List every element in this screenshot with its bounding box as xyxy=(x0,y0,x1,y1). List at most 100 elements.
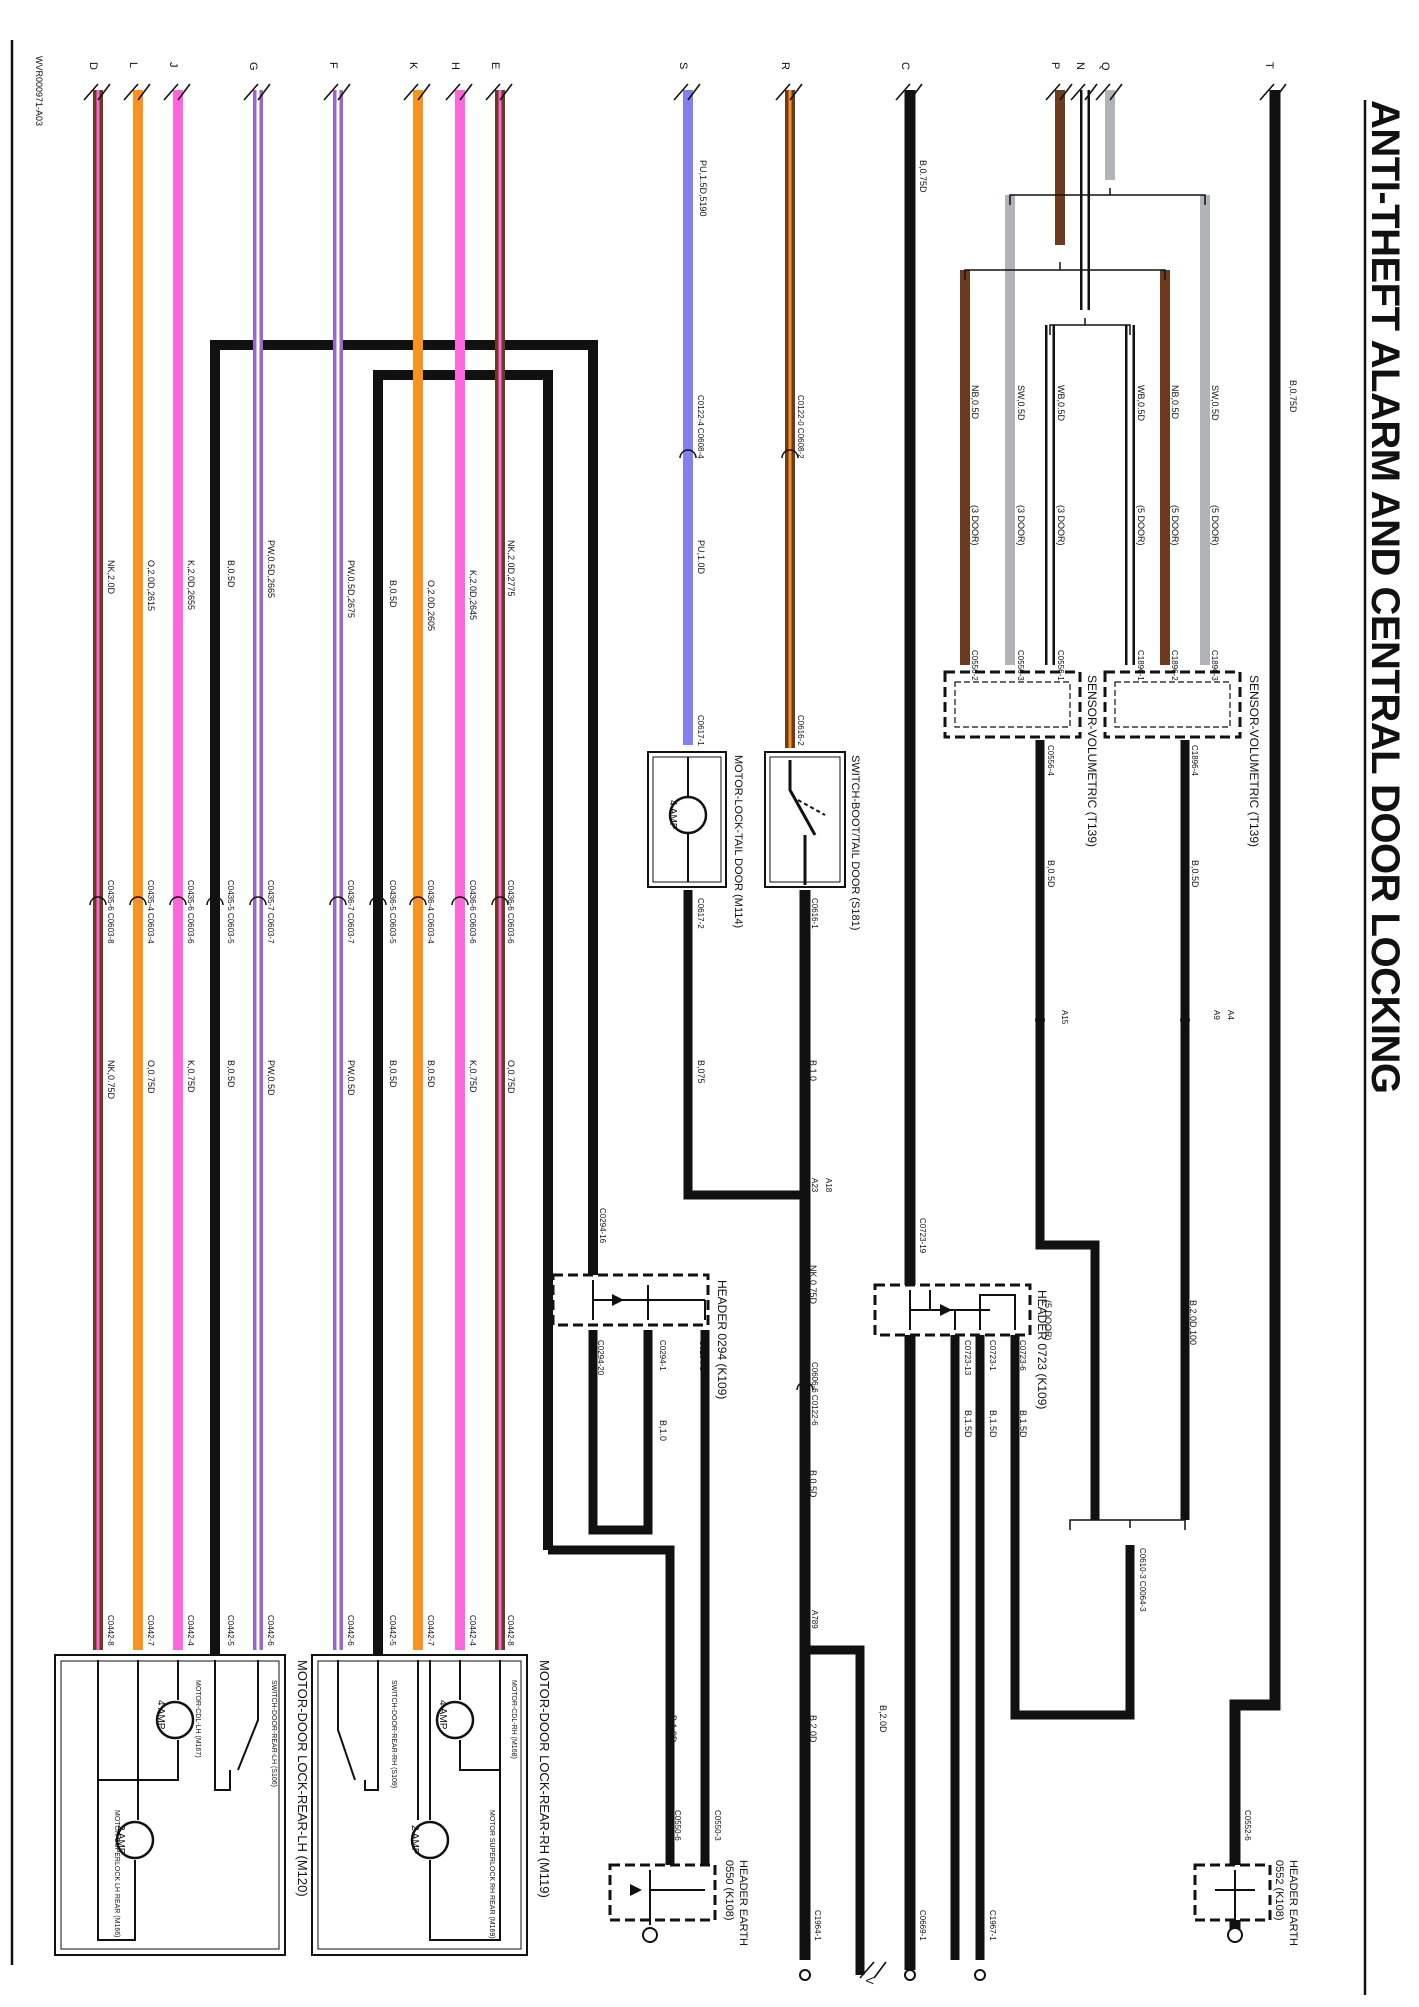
connector-label-f: F xyxy=(327,62,339,69)
connector-tick-e xyxy=(485,83,513,101)
wire-label: O,0.75D xyxy=(146,1060,156,1094)
sensor-5door-label: SENSOR-VOLUMETRIC (T139) xyxy=(1247,675,1261,847)
brace-q xyxy=(1009,188,1206,205)
connector-label-j: J xyxy=(167,62,179,68)
sensor-3door-inner xyxy=(954,681,1071,728)
wire-label: B,0.5D xyxy=(226,1060,236,1088)
wire-label: B,0.5D xyxy=(808,1470,818,1498)
header-earth-0550-bus xyxy=(649,1870,705,1925)
pin-label: C0436-4 C0603-4 xyxy=(426,880,435,944)
pin-arc xyxy=(129,896,147,906)
pin-label: C0669-1 xyxy=(918,1910,927,1941)
wire-label: B,0.5D xyxy=(1036,840,1046,868)
connector-label-v: V xyxy=(863,1977,875,1985)
wire-label: K,2.0D,2645 xyxy=(468,570,478,620)
wire-label: (5 DOOR) xyxy=(1043,1300,1053,1341)
pin-arcs xyxy=(89,449,814,1391)
wire-label: B,0.5D xyxy=(388,1060,398,1088)
connector-label-k: K xyxy=(407,62,419,70)
wire-label: K,0.75D xyxy=(468,1060,478,1093)
switch-actuator-icon xyxy=(797,799,826,816)
connector-tick-f xyxy=(323,83,351,101)
brace-p xyxy=(964,262,1166,280)
wire-label: (3 DOOR) xyxy=(1016,505,1026,546)
wires xyxy=(93,90,1281,1975)
connector-tick-l xyxy=(123,83,151,101)
pin-label: C0617-2 xyxy=(696,898,705,929)
pin-label: C1896-3 xyxy=(1210,650,1219,681)
header-earth-0552-id: 0552 (K108) xyxy=(1273,1860,1285,1921)
wire-sensor3-out xyxy=(1035,740,1100,1520)
pin-label: C1964-1 xyxy=(813,1910,822,1941)
brace-n xyxy=(1049,318,1131,335)
header-0723-label: HEADER 0723 (K109) xyxy=(1035,1290,1049,1409)
sensor-volumetric-5door xyxy=(1103,670,1242,739)
wire-label: B,0.5D xyxy=(426,1060,436,1088)
pin-label: C0294-16 xyxy=(598,1208,607,1244)
door-lh-inner xyxy=(60,1660,280,1950)
pin-label: C0552-6 xyxy=(1243,1810,1252,1841)
door-lh-rating: 4 AMP xyxy=(155,1700,166,1730)
pin-label: A23 xyxy=(810,1178,819,1193)
connector-label-r: R xyxy=(779,62,791,70)
pin-label: C0556-2 xyxy=(970,650,979,681)
connector-label-l: L xyxy=(127,62,139,68)
pin-label: C0550-6 xyxy=(673,1810,682,1841)
wire-label: K,0.75D xyxy=(186,1060,196,1093)
door-lh-label: MOTOR-DOOR LOCK-REAR-LH (M120) xyxy=(295,1660,310,1897)
switch-boot-label: SWITCH-BOOT/TAIL DOOR (S181) xyxy=(849,755,861,930)
pin-label: A9 xyxy=(1212,1010,1221,1020)
pin-arc xyxy=(249,896,267,906)
connector-tick-r xyxy=(775,83,803,101)
pin-label: C0122-0 C0608-2 xyxy=(796,395,805,459)
pin-arc xyxy=(206,896,224,906)
pin-label: C0610-3 C0064-3 xyxy=(1138,1548,1147,1612)
pin-label: C0436-5 C0603-5 xyxy=(388,880,397,944)
pin-label: C0723-13 xyxy=(963,1340,972,1376)
pin-arc xyxy=(781,449,799,459)
wire-label: WB,0.5D xyxy=(1136,385,1146,422)
door-rh-label: MOTOR-DOOR LOCK-REAR-RH (M119) xyxy=(537,1660,552,1898)
pin-label: C0436-6 C0603-6 xyxy=(468,880,477,944)
wire-label: B,0.5D xyxy=(1046,860,1056,888)
pin-arc xyxy=(169,896,187,906)
connector-label-h: H xyxy=(449,62,461,70)
wire-label: O,2.0D,2605 xyxy=(426,580,436,631)
wire-label: B,1.0 xyxy=(808,1060,818,1081)
door-rh-part: SWITCH-DOOR-REAR-RH (S109) xyxy=(390,1680,397,1788)
pin-label: C0550-3 xyxy=(713,1810,722,1841)
wire-label: B,2.0D xyxy=(878,1705,888,1733)
pin-arc xyxy=(409,896,427,906)
pin-label: C0122-4 C0608-4 xyxy=(696,395,705,459)
door-lh-part: MOTOR-CDL-LH (M167) xyxy=(194,1680,201,1758)
connector-label-q: Q xyxy=(1099,62,1111,71)
pin-label: C1896-4 xyxy=(1190,745,1199,776)
wire-label: K,2.0D,2655 xyxy=(186,560,196,610)
door-lh-box xyxy=(54,1654,286,1956)
pin-label: C0294-5 xyxy=(698,1340,707,1371)
sensor-3door-label: SENSOR-VOLUMETRIC (T139) xyxy=(1085,675,1099,847)
pin-label: C0294-20 xyxy=(596,1340,605,1376)
door-rh-inner xyxy=(317,1660,522,1950)
wire-label: NK,2.0D,2775 xyxy=(506,540,516,597)
wire-t xyxy=(1229,90,1281,1930)
wire-label: B,1.0 xyxy=(658,1420,668,1441)
motor-superlock-rh-icon xyxy=(410,1820,450,1860)
pin-label: C1967-1 xyxy=(988,1910,997,1941)
pin-label: C0435-5 C0603-5 xyxy=(226,880,235,944)
door-rh-rating: 2 AMP xyxy=(409,1825,420,1855)
connector-label-s: S xyxy=(677,62,689,69)
splice-dots xyxy=(800,1015,1190,1655)
connector-label-c: C xyxy=(899,62,911,70)
header-0723-box xyxy=(873,1283,1032,1337)
pin-label: C0442-5 xyxy=(388,1615,397,1646)
pin-label: C0723-1 xyxy=(988,1340,997,1371)
connector-tick-d xyxy=(83,83,111,101)
header-earth-0552 xyxy=(1193,1863,1272,1943)
earth-icon xyxy=(1227,1927,1243,1943)
pin-label: C0616-2 xyxy=(796,715,805,746)
switch-door-lh-icon xyxy=(214,1660,259,1791)
wire-label: PW,0.5D,2665 xyxy=(266,540,276,598)
sensor-5door-inner xyxy=(1114,681,1231,728)
